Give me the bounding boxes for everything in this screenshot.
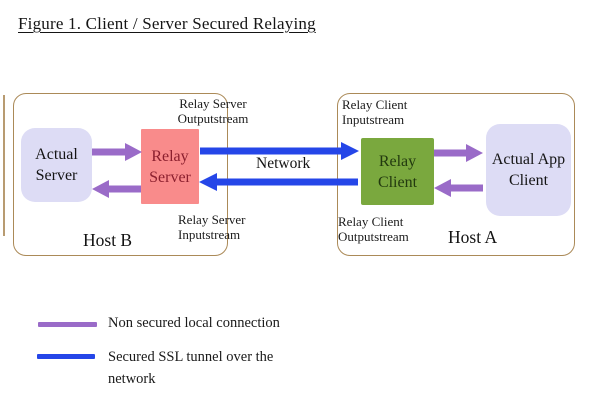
- legend-swatch-secured: [37, 354, 95, 359]
- legend-label-secured: Secured SSL tunnel over the network: [108, 349, 274, 387]
- relay-client-inputstream-label: Relay Client Inputstream: [342, 97, 408, 127]
- host-b-label: Host B: [83, 230, 133, 250]
- clipped-box-edge-artifact: [3, 95, 5, 236]
- host-b-container: Actual Server Relay Server Host B: [13, 93, 228, 256]
- figure-title: Figure 1. Client / Server Secured Relayi…: [18, 14, 316, 33]
- relay-server-outputstream-label: Relay Server Outputstream: [177, 96, 249, 126]
- host-a-label: Host A: [448, 227, 498, 247]
- legend-swatch-non-secured: [38, 322, 97, 327]
- relay-server-node: Relay Server: [141, 129, 199, 204]
- legend-label-non-secured: Non secured local connection: [108, 315, 280, 331]
- actual-server-node: Actual Server: [21, 128, 92, 202]
- network-label: Network: [256, 155, 311, 172]
- actual-app-client-node: Actual App Client: [486, 124, 571, 216]
- host-a-container: Relay Client Actual App Client Host A: [337, 93, 575, 256]
- relay-client-outputstream-label: Relay Client Outputstream: [338, 214, 409, 244]
- relay-server-inputstream-label: Relay Server Inputstream: [178, 212, 246, 242]
- relay-client-node: Relay Client: [361, 138, 434, 205]
